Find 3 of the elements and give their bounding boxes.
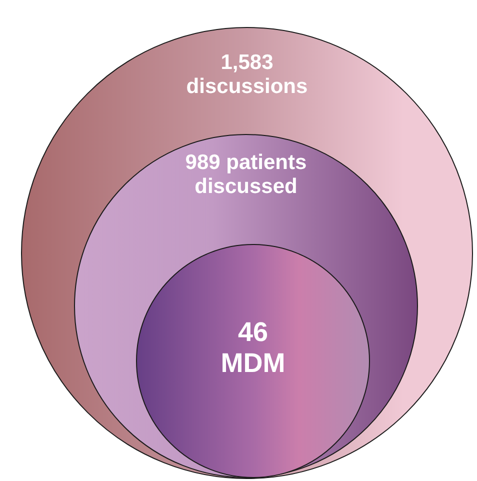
- count-label: 1,583 discussions: [185, 51, 309, 100]
- count-label: 46 MDM: [220, 317, 286, 380]
- count-label: 989 patients discussed: [184, 151, 308, 200]
